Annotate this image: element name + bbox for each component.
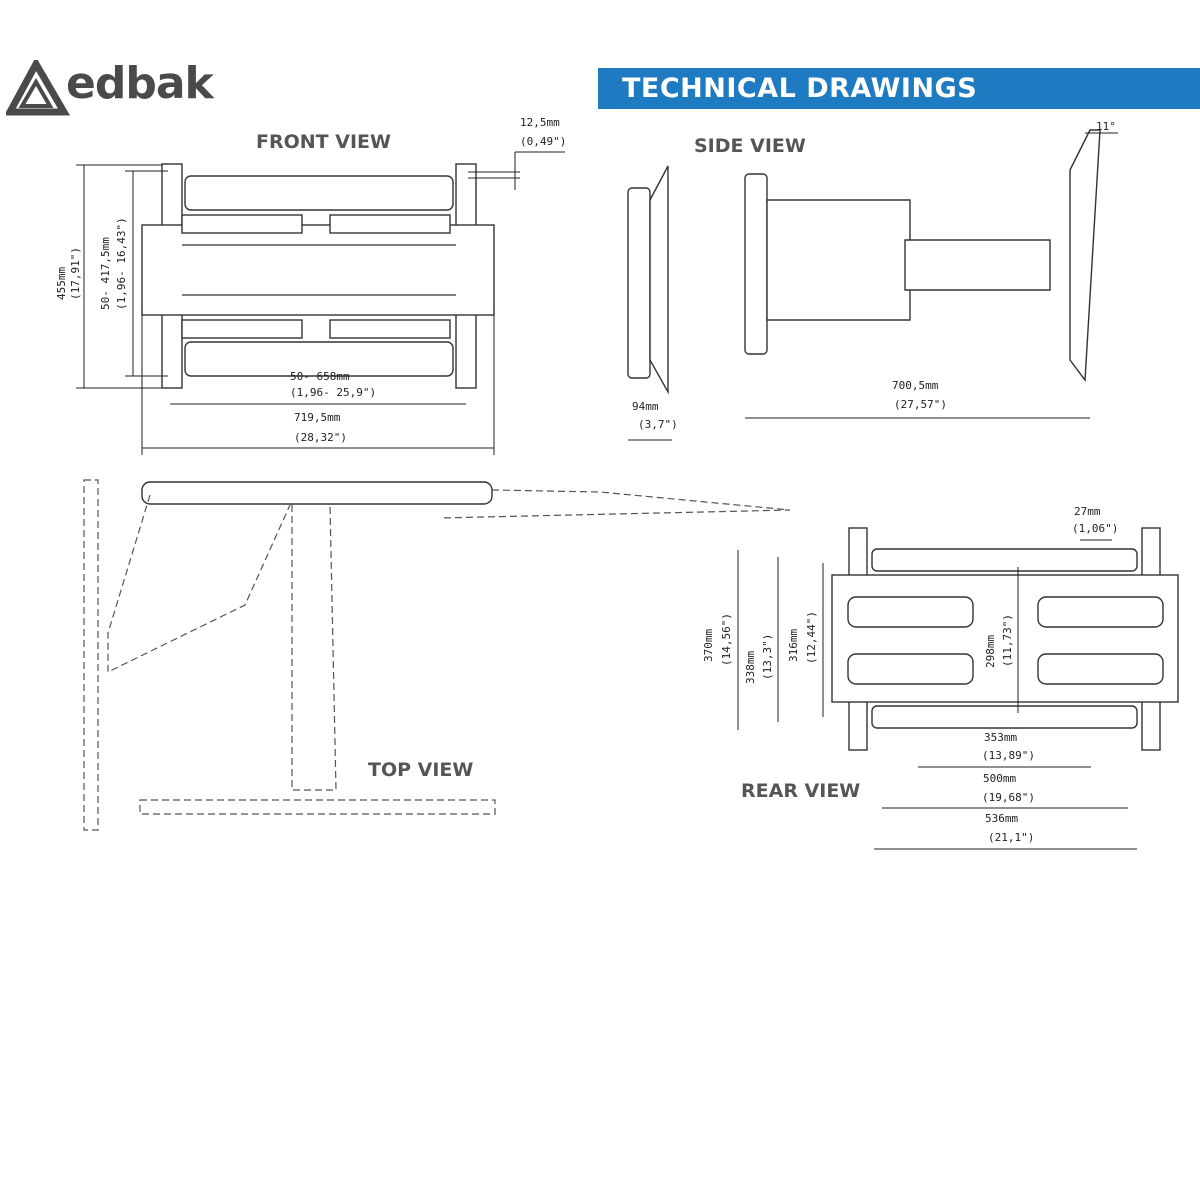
dim-536-in: (21,1") (988, 831, 1034, 844)
dim-hole-step-mm: 12,5mm (520, 116, 560, 129)
dim-353-mm: 353mm (984, 731, 1017, 744)
dim-width-in: (28,32") (294, 431, 347, 444)
dim-slot-mm: 27mm (1074, 505, 1101, 518)
dim-536-mm: 536mm (985, 812, 1018, 825)
side-wall-plate-extended (744, 173, 768, 355)
side-tv-bracket-compact (649, 165, 669, 395)
dim-353-in: (13,89") (982, 749, 1035, 762)
dim-370-in: (14,56") (720, 613, 733, 666)
wall-plate (141, 224, 495, 316)
front-view-label: FRONT VIEW (256, 131, 391, 153)
side-view-label: SIDE VIEW (694, 135, 806, 157)
dim-tilt: 11° (1096, 120, 1116, 133)
top-wall-plate (83, 479, 99, 831)
dim-hole-step-in: (0,49") (520, 135, 566, 148)
dim-depth-max-in: (27,57") (894, 398, 947, 411)
dim-370-mm: 370mm (702, 629, 715, 662)
dim-338-in: (13,3") (761, 634, 774, 680)
dim-vesa-v-in: (1,96- 16,43") (115, 217, 128, 310)
rear-view: REAR VIEW 370mm (14,56") 338mm (13,3") 3… (702, 505, 1179, 850)
dim-vesa-h-mm: 50- 658mm (290, 370, 350, 383)
side-tv-bracket-extended (1069, 129, 1101, 382)
dim-width-mm: 719,5mm (294, 411, 341, 424)
top-arm (184, 175, 454, 211)
header-banner: TECHNICAL DRAWINGS (598, 68, 1200, 109)
side-wall-plate-compact (627, 187, 651, 379)
dim-500-mm: 500mm (983, 772, 1016, 785)
rear-view-label: REAR VIEW (741, 780, 860, 802)
top-view-label: TOP VIEW (368, 759, 473, 781)
top-tv-bracket (141, 481, 493, 505)
top-view: TOP VIEW (83, 479, 791, 831)
rear-top-bar (871, 548, 1138, 572)
dim-slot-in: (1,06") (1072, 522, 1118, 535)
dim-vesa-v-mm: 50- 417,5mm (99, 237, 112, 310)
dim-316-in: (12,44") (805, 611, 818, 664)
top-tv-bracket-extended (139, 799, 496, 815)
dim-depth-max-mm: 700,5mm (892, 379, 939, 392)
side-arm-extension (904, 239, 1051, 291)
side-arm-base (766, 199, 911, 321)
bottom-arm (184, 341, 454, 377)
top-arm-extended (291, 504, 337, 791)
dim-500-in: (19,68") (982, 791, 1035, 804)
rear-bottom-bar (871, 705, 1138, 729)
dim-height-in: (17,91") (69, 247, 82, 300)
top-arm-folded (107, 494, 291, 673)
dim-338-mm: 338mm (744, 651, 757, 684)
dim-depth-min-in: (3,7") (638, 418, 678, 431)
dim-depth-min-mm: 94mm (632, 400, 659, 413)
logo-text: edbak (66, 58, 214, 109)
logo-mark-icon (6, 60, 70, 116)
header-title: TECHNICAL DRAWINGS (622, 73, 978, 104)
top-arm-swivel (439, 489, 791, 519)
front-view: FRONT VIEW 455mm (17,91") 50- 417,5mm (1… (55, 116, 566, 455)
dim-298-mm: 298mm (984, 635, 997, 668)
dim-height-mm: 455mm (55, 267, 68, 300)
dim-vesa-h-in: (1,96- 25,9") (290, 386, 376, 399)
dim-316-mm: 316mm (787, 629, 800, 662)
side-view: SIDE VIEW 94mm (3,7") 700,5mm (27,57") 1… (627, 120, 1118, 441)
dim-298-in: (11,73") (1001, 614, 1014, 667)
